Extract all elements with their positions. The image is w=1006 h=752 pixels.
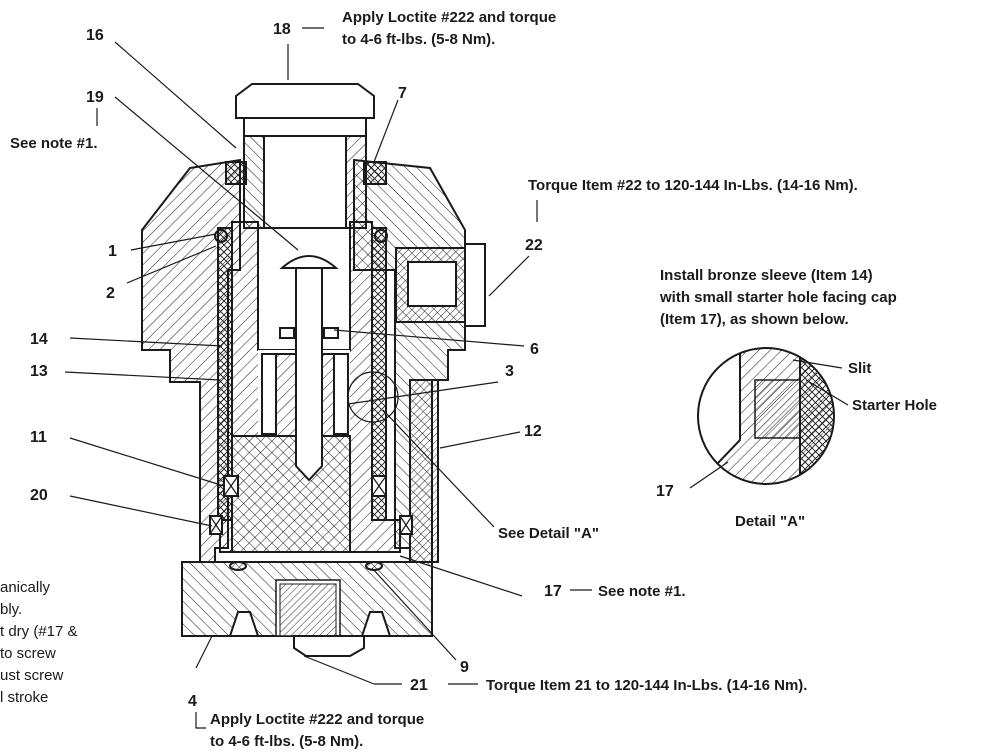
pin-19 [279, 255, 339, 269]
callout-3: 3 [505, 363, 514, 380]
side-note: anically bly. t dry (#17 & to screw ust … [0, 579, 78, 706]
base-cap [181, 561, 433, 637]
callout-7: 7 [398, 85, 407, 102]
wiper-seal-right [363, 161, 387, 185]
piston [219, 221, 401, 553]
port-fitting-22 [395, 243, 486, 327]
callout-4-note-line2: to 4-6 ft-lbs. (5-8 Nm). [210, 733, 363, 750]
callout-9: 9 [460, 659, 469, 676]
callout-1: 1 [108, 243, 117, 260]
callout-4: 4 [188, 693, 197, 710]
svg-text:ust screw: ust screw [0, 667, 64, 684]
callout-22: 22 [525, 237, 543, 254]
detail-a-view [689, 347, 849, 489]
callout-19-note: See note #1. [10, 135, 98, 152]
callout-2: 2 [106, 285, 115, 302]
callout-18-note-line2: to 4-6 ft-lbs. (5-8 Nm). [342, 31, 495, 48]
detail-a-caption: Detail "A" [735, 513, 805, 530]
callout-16: 16 [86, 27, 104, 44]
callout-20: 20 [30, 487, 48, 504]
plunger-stem [243, 119, 367, 229]
callout-19: 19 [86, 89, 104, 106]
svg-text:anically: anically [0, 579, 51, 596]
detail-instruction-line3: (Item 17), as shown below. [660, 311, 849, 328]
callout-4-note-line1: Apply Loctite #222 and torque [210, 711, 424, 728]
leader-lines [64, 27, 592, 729]
callout-17: 17 [544, 583, 562, 600]
callout-14: 14 [30, 331, 48, 348]
o-ring-left [214, 229, 228, 243]
callout-17-note: See note #1. [598, 583, 686, 600]
callout-12: 12 [524, 423, 542, 440]
detail-label-starter-hole: Starter Hole [852, 397, 937, 414]
callout-21-note: Torque Item 21 to 120-144 In-Lbs. (14-16… [486, 677, 807, 694]
detail-instruction-line1: Install bronze sleeve (Item 14) [660, 267, 873, 284]
callout-21: 21 [410, 677, 428, 694]
see-detail-a: See Detail "A" [498, 525, 599, 542]
head-18 [235, 83, 375, 119]
svg-text:l stroke: l stroke [0, 689, 48, 706]
callout-13: 13 [30, 363, 48, 380]
detail-item-17: 17 [656, 483, 674, 500]
callout-22-note: Torque Item #22 to 120-144 In-Lbs. (14-1… [528, 177, 858, 194]
svg-text:bly.: bly. [0, 601, 22, 618]
svg-text:t dry (#17 &: t dry (#17 & [0, 623, 78, 640]
detail-label-slit: Slit [848, 360, 871, 377]
svg-text:to screw: to screw [0, 645, 56, 662]
callout-18-note-line1: Apply Loctite #222 and torque [342, 9, 556, 26]
plug-21 [293, 635, 365, 657]
callout-11: 11 [30, 429, 47, 446]
callout-18: 18 [273, 21, 291, 38]
wiper-seal-left [225, 161, 247, 185]
detail-instruction-line2: with small starter hole facing cap [659, 289, 897, 306]
callout-6: 6 [530, 341, 539, 358]
o-ring-right [374, 229, 388, 243]
